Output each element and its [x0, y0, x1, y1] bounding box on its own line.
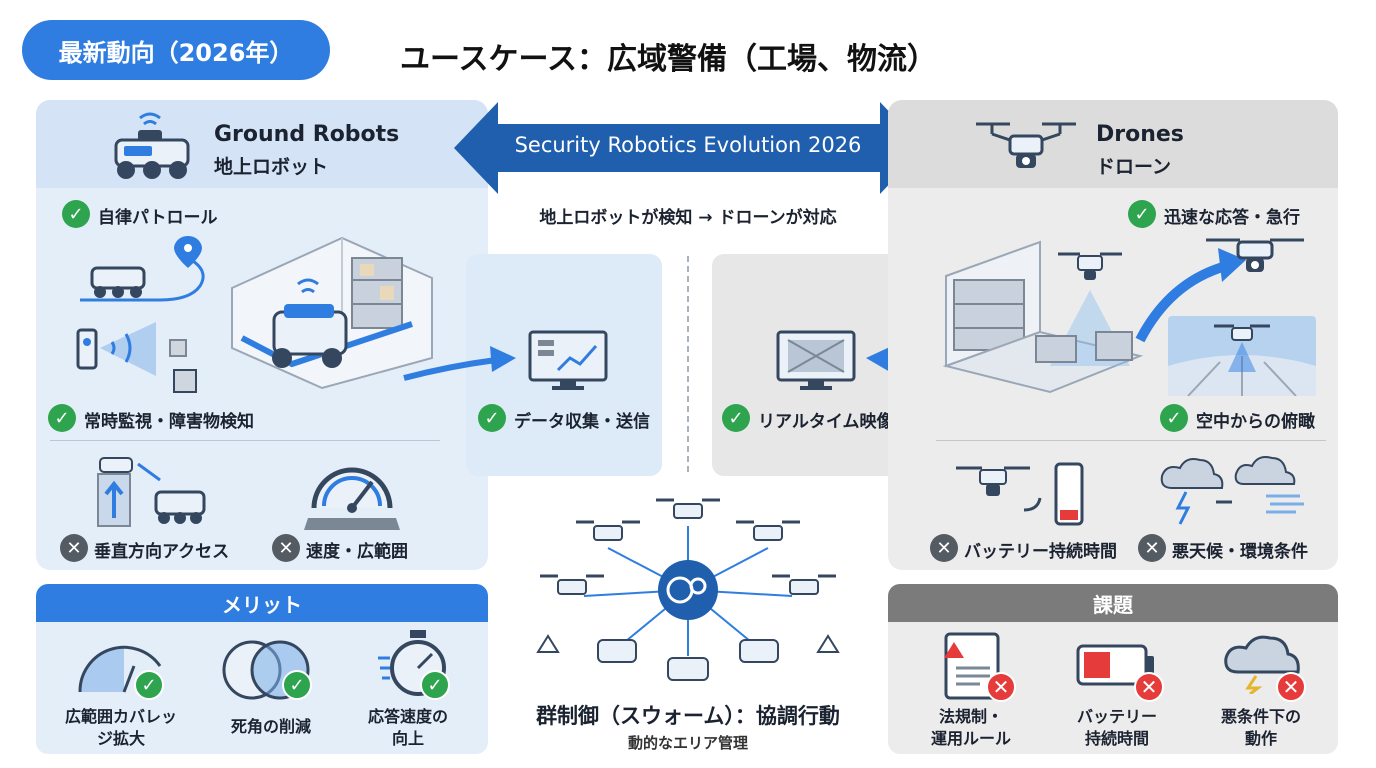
regulation-label-2: 運用ルール [930, 729, 1011, 748]
ground-robots-subtitle: 地上ロボット [214, 156, 329, 178]
drone-icon [976, 122, 1076, 168]
rapid-flight-arrow-icon [1135, 238, 1304, 343]
x-mark-icon: ✕ [986, 672, 1016, 702]
check-icon: ✓ [478, 404, 506, 432]
adverse-label-1: 悪条件下の [1220, 707, 1301, 726]
battery-issue-label-1: バッテリー [1076, 707, 1157, 726]
x-mark-icon: ✕ [1134, 672, 1164, 702]
double-arrow-banner [454, 102, 924, 194]
trend-badge: 最新動向（2026年） [22, 20, 330, 80]
cross-icon: ✕ [60, 534, 88, 562]
blindspot-label: 死角の削減 [230, 717, 311, 736]
ground-robots-header [36, 100, 488, 188]
page-title: ユースケース：広域警備（工場、物流） [400, 42, 937, 77]
divider [687, 256, 689, 472]
vertical-access-icon [97, 457, 206, 527]
realtime-video-label: リアルタイム映像 [758, 412, 894, 432]
speedometer-icon [304, 467, 400, 530]
coverage-label-2: ジ拡大 [96, 729, 145, 748]
arrow-to-center-icon [403, 346, 516, 381]
storm-weather-icon [1160, 456, 1304, 525]
divider [50, 440, 440, 441]
battery-label: バッテリー持続時間 [964, 542, 1117, 562]
ground-robots-title: Ground Robots [214, 122, 400, 147]
regulation-label-1: 法規制・ [938, 707, 1003, 726]
response-speed-label-1: 応答速度の [367, 707, 448, 726]
response-speed-label-2: 向上 [391, 729, 424, 748]
aerial-view-label: 空中からの俯瞰 [1196, 412, 1315, 432]
coverage-gauge-icon [78, 645, 162, 693]
vertical-access-label: 垂直方向アクセス [94, 542, 230, 562]
ground-robot-icon [114, 112, 190, 179]
battery-low-icon [1076, 644, 1154, 686]
data-collection-label: データ収集・送信 [514, 412, 650, 432]
issues-title: 課題 [888, 584, 1338, 622]
drone-battery-icon [956, 462, 1084, 526]
patrol-route-icon [80, 236, 205, 302]
sensor-detection-icon [76, 322, 197, 393]
weather-label: 悪天候・環境条件 [1172, 542, 1308, 562]
drones-header [888, 100, 1338, 188]
check-icon: ✓ [420, 670, 450, 700]
monitor-video-icon [776, 330, 856, 390]
patrol-label: 自律パトロール [98, 208, 218, 228]
monitor-label: 常時監視・障害物検知 [84, 412, 254, 432]
swarm-network-diagram [536, 498, 840, 681]
drone-warehouse-illustration [942, 240, 1144, 394]
banner-label: Security Robotics Evolution 2026 [514, 133, 862, 157]
battery-issue-label-2: 持続時間 [1084, 729, 1149, 748]
speed-label: 速度・広範囲 [306, 542, 408, 562]
aerial-view-icon [1168, 316, 1316, 396]
warehouse-patrol-illustration [231, 236, 433, 390]
storm-cloud-icon [1224, 635, 1300, 694]
merits-title: メリット [36, 584, 488, 622]
adverse-label-2: 動作 [1244, 729, 1277, 748]
check-icon: ✓ [282, 670, 312, 700]
detection-flow-text: 地上ロボットが検知 → ドローンが対応 [539, 208, 837, 228]
swarm-title: 群制御（スウォーム）：協調行動 [536, 704, 840, 728]
divider [936, 440, 1326, 441]
check-icon: ✓ [62, 200, 90, 228]
drones-title: Drones [1096, 122, 1184, 147]
x-mark-icon: ✕ [1276, 672, 1306, 702]
check-icon: ✓ [1128, 200, 1156, 228]
check-icon: ✓ [722, 404, 750, 432]
swarm-subtitle: 動的なエリア管理 [627, 734, 748, 752]
drones-subtitle: ドローン [1096, 156, 1172, 178]
cross-icon: ✕ [1138, 534, 1166, 562]
check-icon: ✓ [48, 404, 76, 432]
regulation-document-icon [944, 632, 1000, 700]
check-icon: ✓ [134, 670, 164, 700]
cross-icon: ✕ [272, 534, 300, 562]
monitor-chart-icon [528, 330, 608, 390]
coverage-label-1: 広範囲カバレッ [64, 707, 177, 726]
cross-icon: ✕ [930, 534, 958, 562]
rapid-response-label: 迅速な応答・急行 [1164, 208, 1300, 228]
check-icon: ✓ [1160, 404, 1188, 432]
